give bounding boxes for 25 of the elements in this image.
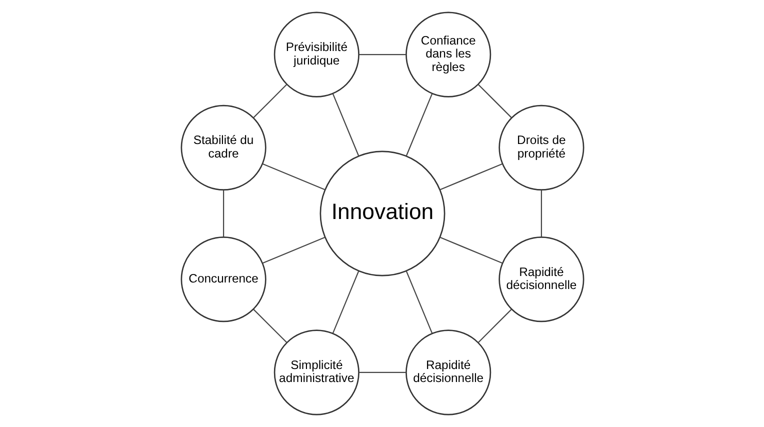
- connector: [262, 163, 325, 190]
- connector: [358, 372, 406, 373]
- connector: [439, 236, 502, 264]
- node-circle: Concurrence: [180, 236, 266, 322]
- connector: [540, 190, 542, 237]
- connector: [405, 270, 432, 334]
- connector: [332, 270, 359, 334]
- connector: [332, 94, 359, 156]
- node-circle: Prévisibilité juridique: [273, 12, 359, 98]
- node-circle: Rapidité décisionnelle: [405, 330, 491, 416]
- node-circle: Droits de propriété: [498, 104, 584, 190]
- node-circle: Simplicité administrative: [273, 330, 359, 416]
- connector: [252, 84, 287, 118]
- connector: [405, 94, 432, 156]
- node-circle: Stabilité du cadre: [180, 104, 266, 190]
- node-circle: Innovation: [319, 150, 445, 276]
- connector: [262, 236, 325, 264]
- connector: [439, 163, 502, 190]
- connector: [222, 190, 224, 238]
- node-circle: Confiance dans les règles: [405, 12, 491, 98]
- connector: [477, 308, 512, 343]
- node-circle: Rapidité décisionnelle: [498, 236, 584, 322]
- connector: [477, 84, 512, 118]
- connector: [252, 308, 287, 343]
- connector: [358, 54, 406, 56]
